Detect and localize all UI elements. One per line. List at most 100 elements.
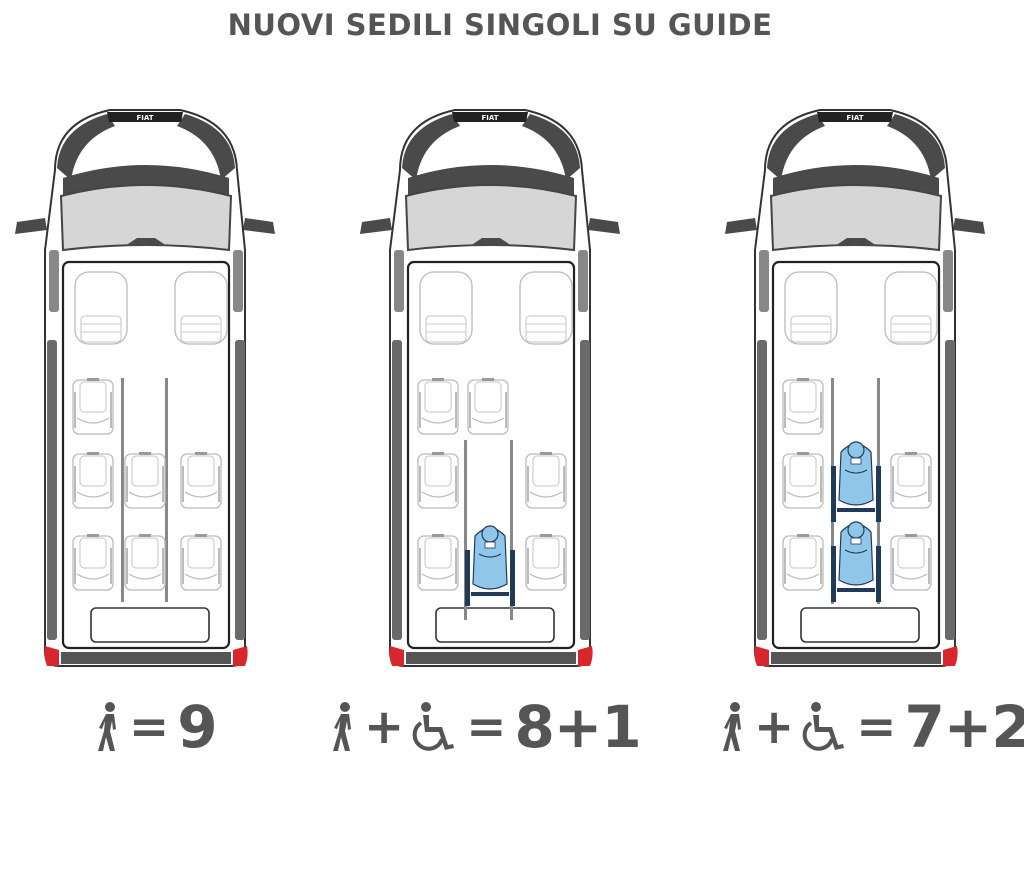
grille [107,112,183,122]
passenger-seat [72,534,114,591]
wheelchair-occupant [831,441,881,522]
left-mirror [360,218,392,234]
van-layout-8-plus-1: FIAT [360,109,620,667]
rear-storage-box [435,607,555,643]
front-seat [74,271,128,345]
formula-1: = 9 [95,692,218,762]
left-front-window [49,250,59,312]
dashboard-center [835,238,877,246]
brand-logo: FIAT [481,114,498,122]
floor-rail [464,440,467,620]
right-front-window [233,250,243,312]
equals-sign: = [856,699,897,755]
rear-bumper [61,652,231,664]
grille [817,112,893,122]
passenger-seat [782,452,824,509]
walking-person-icon [723,702,741,751]
right-side-strip [945,340,955,640]
roof-front [408,165,574,196]
floor-rail [510,440,513,620]
roof-front [63,165,229,196]
left-tail-light [389,646,404,666]
right-side-strip [580,340,590,640]
brand-logo: FIAT [136,114,153,122]
van-layout-7-plus-2: FIAT [725,109,985,667]
right-front-window [943,250,953,312]
right-side-strip [235,340,245,640]
windshield [769,184,943,252]
right-mirror [953,218,985,234]
passenger-seat [72,452,114,509]
passenger-seat [890,534,932,591]
dashboard-center [125,238,167,246]
right-mirror [588,218,620,234]
passenger-seat [72,378,114,435]
right-tail-light [233,646,248,666]
formula-2: + = 8+1 [330,692,642,762]
passenger-seat [525,534,567,591]
hood-right-panel [177,114,235,180]
right-front-window [578,250,588,312]
passenger-seat [124,534,166,591]
floor-rail [121,378,124,602]
right-tail-light [578,646,593,666]
left-mirror [15,218,47,234]
rear-bumper [406,652,576,664]
rear-storage-box [90,607,210,643]
dashboard-center [470,238,512,246]
passenger-seat [782,534,824,591]
van-layout-9-seats: FIAT [15,109,275,667]
windshield [404,184,578,252]
page-title: NUOVI SEDILI SINGOLI SU GUIDE [227,8,773,42]
rear-storage-box [800,607,920,643]
hood-left-panel [57,114,115,180]
wheelchair-occupant [831,521,881,602]
passenger-seat [782,378,824,435]
hood-left-panel [402,114,460,180]
passenger-seat [180,452,222,509]
left-side-strip [47,340,57,640]
passenger-seat [417,452,459,509]
windshield [59,184,233,252]
passenger-count: 8+1 [514,693,641,761]
front-seat [419,271,473,345]
passenger-seat [124,452,166,509]
equals-sign: = [466,699,507,755]
hood-left-panel [767,114,825,180]
formula-3: + = 7+2 [720,692,1024,762]
left-front-window [759,250,769,312]
plus-sign: + [364,699,405,755]
plus-sign: + [754,699,795,755]
wheelchair-icon [802,702,845,751]
walking-person-icon [333,702,351,751]
front-seat [174,271,228,345]
passenger-seat [890,452,932,509]
front-seat [519,271,573,345]
passenger-seat [417,534,459,591]
equals-sign: = [129,699,170,755]
passenger-seat [180,534,222,591]
passenger-count: 9 [177,693,217,761]
floor-rail [165,378,168,602]
right-mirror [243,218,275,234]
right-tail-light [943,646,958,666]
wheelchair-icon [412,702,455,751]
rear-bumper [771,652,941,664]
wheelchair-occupant [465,525,515,606]
passenger-seat [417,378,459,435]
grille [452,112,528,122]
hood-right-panel [522,114,580,180]
left-mirror [725,218,757,234]
passenger-count: 7+2 [904,693,1024,761]
walking-person-icon [98,702,116,751]
passenger-seat [525,452,567,509]
left-front-window [394,250,404,312]
left-tail-light [754,646,769,666]
front-seat [784,271,838,345]
hood-right-panel [887,114,945,180]
left-tail-light [44,646,59,666]
brand-logo: FIAT [846,114,863,122]
left-side-strip [757,340,767,640]
front-seat [884,271,938,345]
left-side-strip [392,340,402,640]
